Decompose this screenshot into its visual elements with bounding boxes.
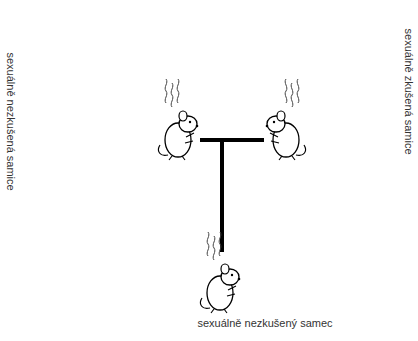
male-mouse xyxy=(200,232,240,313)
maze-arm xyxy=(200,138,264,142)
caption-label: sexuálně nezkušená samice xyxy=(3,53,16,191)
female-mouse xyxy=(266,79,306,160)
caption-label: sexuálně zkušená samice xyxy=(401,29,414,155)
caption-label: sexuálně nezkušený samec xyxy=(197,317,332,330)
female-mouse xyxy=(158,79,198,160)
